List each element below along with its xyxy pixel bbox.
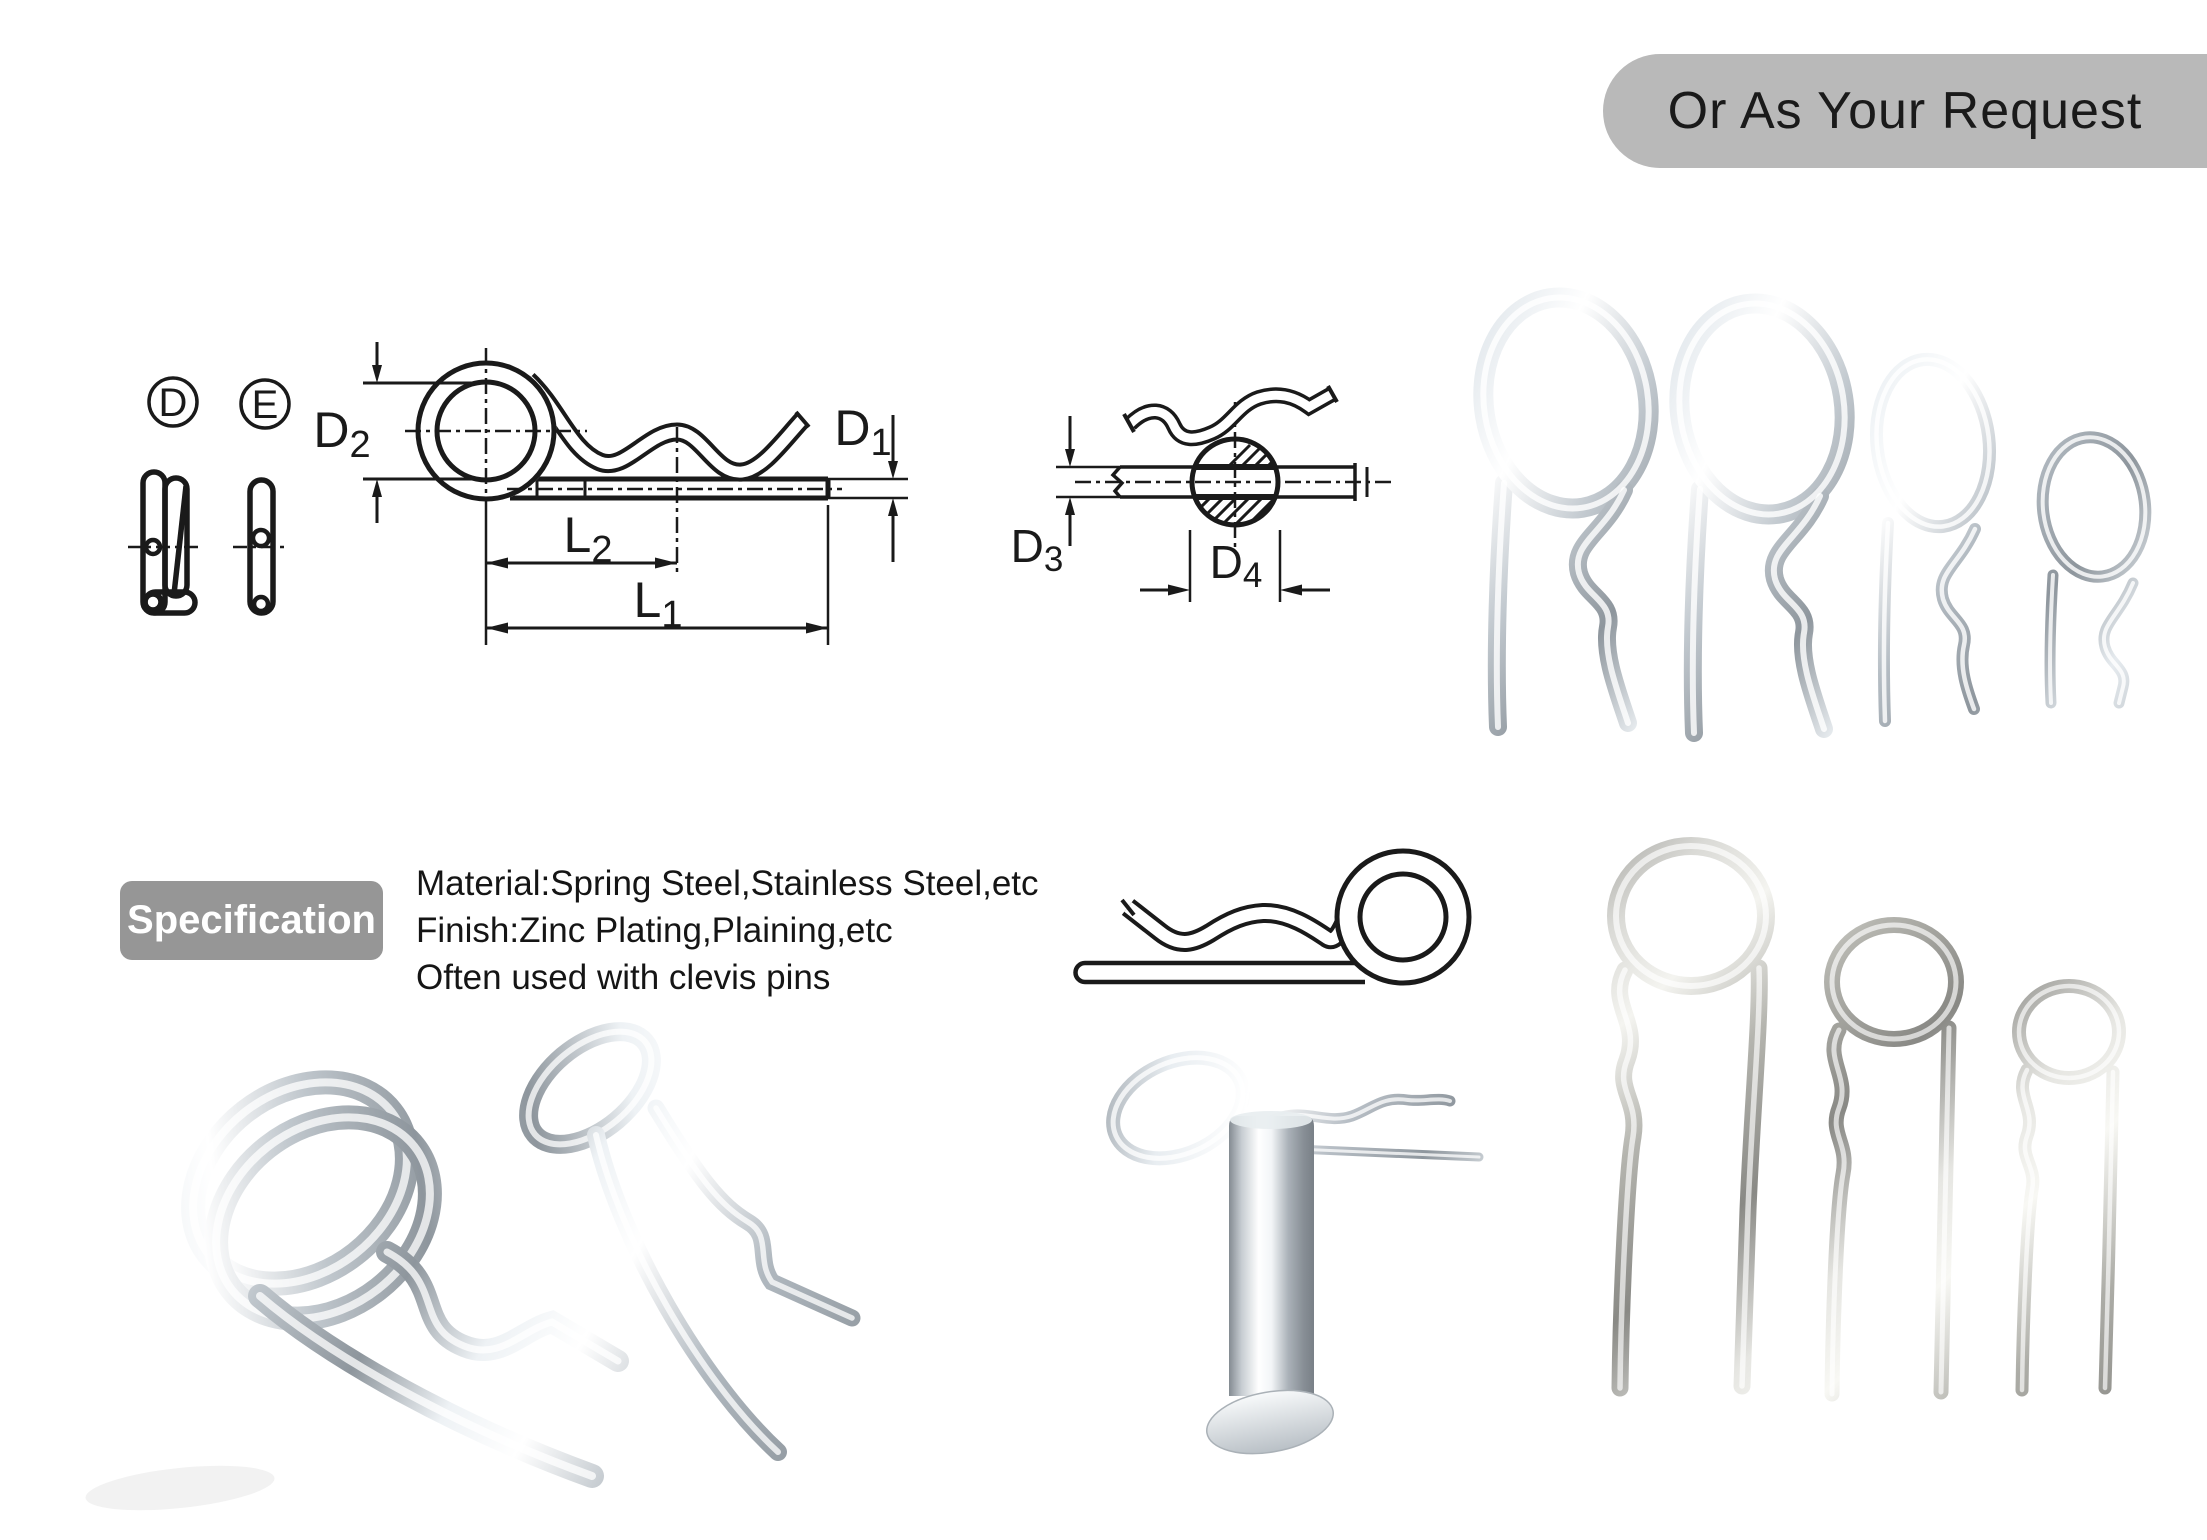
photo-clevis-pin-with-clip [1106,1050,1484,1455]
variant-e-label: E [252,383,279,427]
photo-zinc-r-clips [1473,235,2152,755]
spec-line-finish: Finish:Zinc Plating,Plaining,etc [416,911,893,950]
pin-bottom-face [1206,1389,1334,1455]
dimension-d2: D2 [313,342,480,523]
stainless-clip-small [2012,979,2126,1397]
photo-shadow [85,1465,275,1511]
outline-loop [1334,848,1472,986]
technical-drawing-cross-section: D3 D4 [1011,385,1392,602]
r-clip-outline-drawing [1073,848,1472,986]
dimension-d3: D3 [1011,416,1140,579]
clevis-pin-body [1206,1111,1334,1455]
pin-end-view-e [233,477,289,616]
dimension-label-d4: D4 [1210,536,1263,595]
variant-d-marker: D [147,376,199,428]
dimension-l2: L2 [484,507,677,573]
stainless-clip-medium [1824,917,1964,1402]
dimension-d1: D1 [828,400,908,562]
photo-zinc-clip-pair [85,1022,861,1511]
banner: Or As Your Request [1603,54,2207,168]
double-loop-r-clip [181,1070,629,1488]
dimension-label-l2: L2 [564,507,613,571]
technical-drawing-side-view: D E [128,342,908,645]
r-clip-medium [1869,352,1997,727]
dimension-label-d3: D3 [1011,520,1064,579]
centerlines [405,348,842,573]
pin-end-view-d [128,469,202,616]
r-clip-large [1473,287,1659,736]
specification-text: Material:Spring Steel,Stainless Steel,et… [416,860,1076,1001]
dimension-d4: D4 [1140,530,1330,602]
single-r-clip [519,1022,861,1461]
variant-e-marker: E [239,378,291,430]
dimension-label-l1: L1 [634,572,683,636]
outline-rod [1073,960,1365,985]
specification-badge: Specification [120,881,383,960]
dimension-l1: L1 [484,505,830,645]
stainless-clip-large [1607,837,1775,1397]
clip-wavy-leg-outline [521,373,811,482]
banner-label: Or As Your Request [1667,82,2143,140]
photo-stainless-r-clips [1607,837,2126,1402]
dimension-label-d1: D1 [834,400,891,464]
variant-d-label: D [159,381,188,425]
spec-line-usage: Often used with clevis pins [416,958,831,997]
outline-wavy-leg [1120,898,1363,952]
r-clip-small [2036,431,2152,709]
section-centerlines [1075,402,1392,548]
spec-line-material: Material:Spring Steel,Stainless Steel,et… [416,864,1039,903]
dimension-label-d2: D2 [313,402,370,466]
specification-label: Specification [127,898,376,942]
clip-wire-over-pin [1122,385,1339,447]
